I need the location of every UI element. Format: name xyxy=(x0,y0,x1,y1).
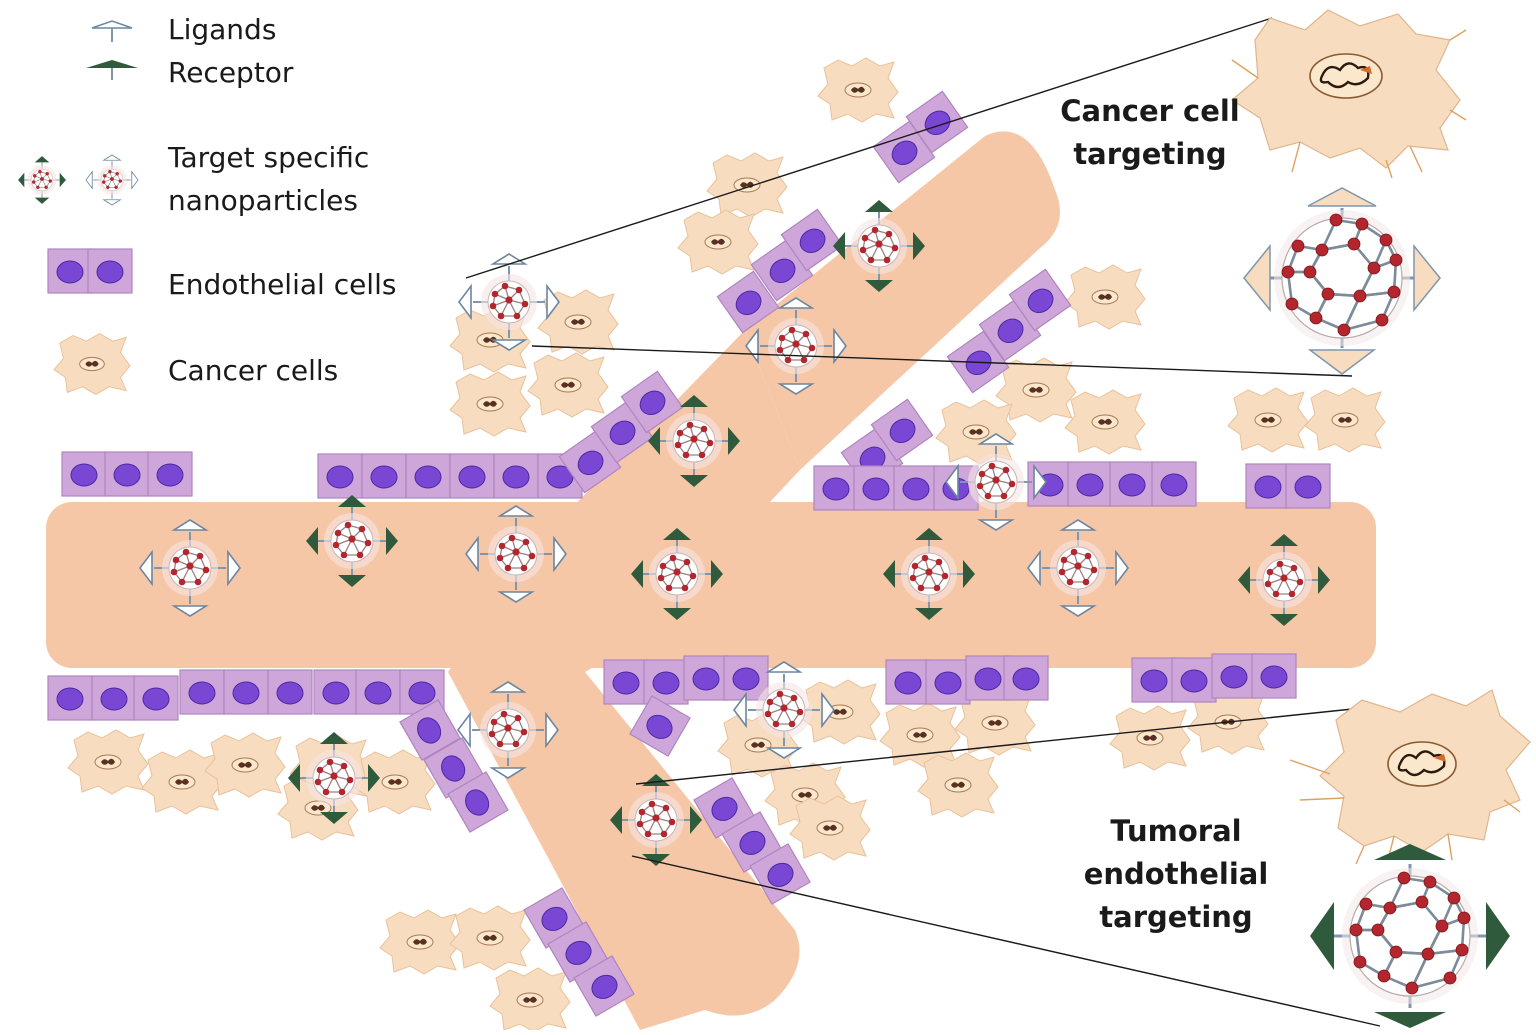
tumoral-endothelial-targeting-line1: Tumoral endothelial xyxy=(1083,814,1269,891)
cancer-cell-icon xyxy=(53,333,131,395)
zoom-ligand-nanoparticle xyxy=(1243,187,1441,375)
legend-receptor-label: Receptor xyxy=(168,56,294,89)
legend-nanoparticles-line2: nanoparticles xyxy=(168,184,358,217)
endothelial-cell-icon xyxy=(47,248,133,294)
zoom-cancer-cell-top xyxy=(1230,9,1467,179)
ligand-icon xyxy=(91,20,133,42)
cancer-cell-targeting-line1: Cancer cell xyxy=(1060,94,1240,128)
receptor-icon xyxy=(86,60,138,80)
receptor-nanoparticle-icon xyxy=(18,156,66,204)
tumoral-endothelial-targeting-label: Tumoral endothelial targeting xyxy=(1020,810,1332,939)
legend-cancer-label: Cancer cells xyxy=(168,354,339,387)
zoom-cancer-cell-bottom xyxy=(1289,689,1531,865)
legend-ligands-label: Ligands xyxy=(168,13,277,46)
zoom-receptor-nanoparticle xyxy=(1310,844,1510,1028)
cancer-cell-targeting-line2: targeting xyxy=(1073,136,1227,171)
legend-icons xyxy=(18,20,138,395)
callout-lines xyxy=(465,17,1381,1027)
legend-endothelial-label: Endothelial cells xyxy=(168,268,397,301)
ligand-nanoparticle-icon xyxy=(86,155,138,205)
cancer-cell-targeting-label: Cancer cell targeting xyxy=(1050,90,1250,176)
tumoral-endothelial-targeting-line2: targeting xyxy=(1099,899,1253,934)
legend-nanoparticles-line1: Target specific xyxy=(168,141,370,174)
